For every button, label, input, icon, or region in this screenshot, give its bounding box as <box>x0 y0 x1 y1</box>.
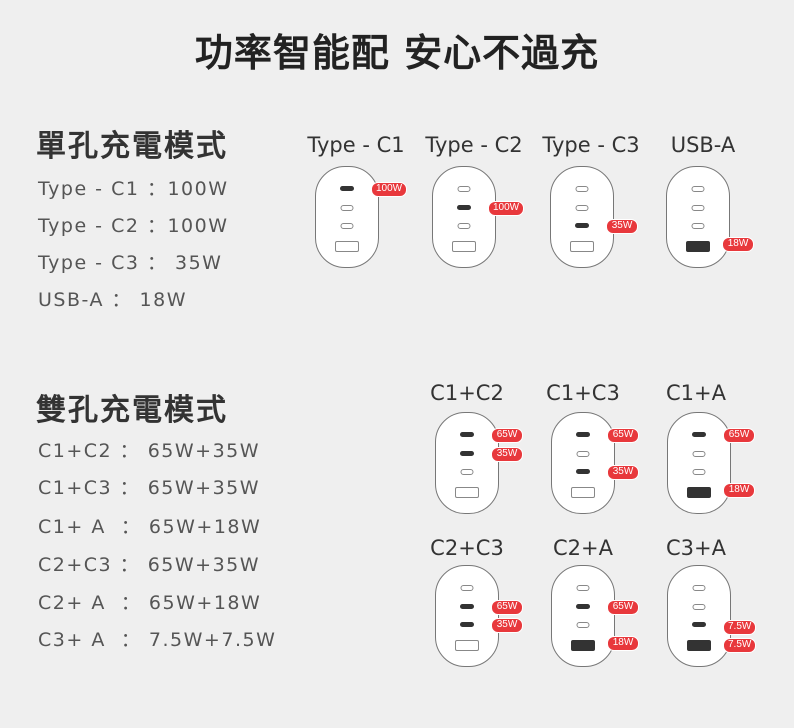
charger-single-c3: 35W <box>550 166 638 268</box>
port-c2-icon <box>691 205 705 211</box>
dual-label-c1a: C1+A <box>666 381 726 405</box>
port-usba-icon <box>687 487 711 498</box>
port-c1-icon <box>457 186 471 192</box>
single-label-c2: Type - C2 <box>425 133 523 157</box>
dual-spec-c2a: C2+ A ： 65W+18W <box>38 592 262 614</box>
port-c2-icon <box>340 205 354 211</box>
power-badge: 7.5W <box>723 620 757 635</box>
power-badge: 18W <box>607 636 639 651</box>
power-badge: 18W <box>722 237 754 252</box>
dual-label-c1c3: C1+C3 <box>546 381 620 405</box>
charger-single-c2: 100W <box>432 166 525 268</box>
power-badge: 65W <box>491 428 523 443</box>
port-c3-icon <box>340 223 354 229</box>
port-c3-icon <box>576 622 590 628</box>
dual-spec-c1c2: C1+C2 ： 65W+35W <box>38 440 261 462</box>
page-title: 功率智能配 安心不過充 <box>194 31 600 75</box>
dual-mode-heading: 雙孔充電模式 <box>36 393 228 428</box>
single-label-usba: USB-A <box>670 133 736 157</box>
charger-dual-c1a: 65W 18W <box>667 412 755 514</box>
single-label-c3: Type - C3 <box>542 133 640 157</box>
dual-label-c2a: C2+A <box>553 536 613 560</box>
port-c1-icon <box>340 186 354 191</box>
port-usba-icon <box>686 241 710 252</box>
dual-spec-c1c3: C1+C3 ： 65W+35W <box>38 477 261 499</box>
port-c2-icon <box>575 205 589 211</box>
charger-single-c1: 100W <box>315 166 408 268</box>
dual-label-c3a: C3+A <box>666 536 726 560</box>
power-badge: 35W <box>606 219 638 234</box>
port-c1-icon <box>691 186 705 192</box>
power-badge: 100W <box>488 201 525 216</box>
power-badge: 35W <box>607 465 639 480</box>
port-c3-icon <box>460 469 474 475</box>
power-badge: 7.5W <box>723 638 757 653</box>
port-c2-icon <box>460 451 474 456</box>
port-c3-icon <box>692 469 706 475</box>
port-c2-icon <box>576 604 590 609</box>
port-c3-icon <box>692 622 706 627</box>
port-c2-icon <box>692 604 706 610</box>
port-usba-icon <box>452 241 476 252</box>
single-spec-c3: Type - C3 ： 35W <box>38 252 223 274</box>
charger-dual-c1c2: 65W 35W <box>435 412 523 514</box>
charger-dual-c2c3: 65W 35W <box>435 565 523 667</box>
port-c1-icon <box>692 585 706 591</box>
port-c2-icon <box>692 451 706 457</box>
port-usba-icon <box>571 487 595 498</box>
dual-spec-c2c3: C2+C3 ： 65W+35W <box>38 554 261 576</box>
power-badge: 65W <box>491 600 523 615</box>
port-c3-icon <box>691 223 705 229</box>
port-c3-icon <box>575 223 589 228</box>
port-usba-icon <box>571 640 595 651</box>
port-usba-icon <box>570 241 594 252</box>
single-spec-usba: USB-A ： 18W <box>38 289 187 311</box>
dual-label-c2c3: C2+C3 <box>430 536 504 560</box>
dual-spec-c1a: C1+ A ： 65W+18W <box>38 516 262 538</box>
port-c3-icon <box>457 223 471 229</box>
power-badge: 65W <box>607 428 639 443</box>
power-badge: 35W <box>491 447 523 462</box>
port-usba-icon <box>687 640 711 651</box>
single-spec-c2: Type - C2 ：100W <box>38 215 229 237</box>
port-c1-icon <box>460 432 474 437</box>
power-badge: 100W <box>371 182 408 197</box>
dual-spec-c3a: C3+ A ： 7.5W+7.5W <box>38 629 277 651</box>
port-c3-icon <box>576 469 590 474</box>
charger-single-usba: 18W <box>666 166 754 268</box>
port-c1-icon <box>576 585 590 591</box>
charger-dual-c2a: 65W 18W <box>551 565 639 667</box>
port-usba-icon <box>335 241 359 252</box>
single-mode-heading: 單孔充電模式 <box>36 129 228 164</box>
power-badge: 18W <box>723 483 755 498</box>
port-c1-icon <box>575 186 589 192</box>
port-c1-icon <box>460 585 474 591</box>
port-c1-icon <box>692 432 706 437</box>
port-usba-icon <box>455 640 479 651</box>
single-label-c1: Type - C1 <box>307 133 405 157</box>
single-spec-c1: Type - C1 ：100W <box>38 178 229 200</box>
power-badge: 65W <box>723 428 755 443</box>
port-c3-icon <box>460 622 474 627</box>
dual-label-c1c2: C1+C2 <box>430 381 504 405</box>
port-c2-icon <box>457 205 471 210</box>
port-c2-icon <box>576 451 590 457</box>
port-c2-icon <box>460 604 474 609</box>
charger-dual-c1c3: 65W 35W <box>551 412 639 514</box>
port-usba-icon <box>455 487 479 498</box>
power-badge: 35W <box>491 618 523 633</box>
port-c1-icon <box>576 432 590 437</box>
charger-dual-c3a: 7.5W 7.5W <box>667 565 757 667</box>
power-badge: 65W <box>607 600 639 615</box>
